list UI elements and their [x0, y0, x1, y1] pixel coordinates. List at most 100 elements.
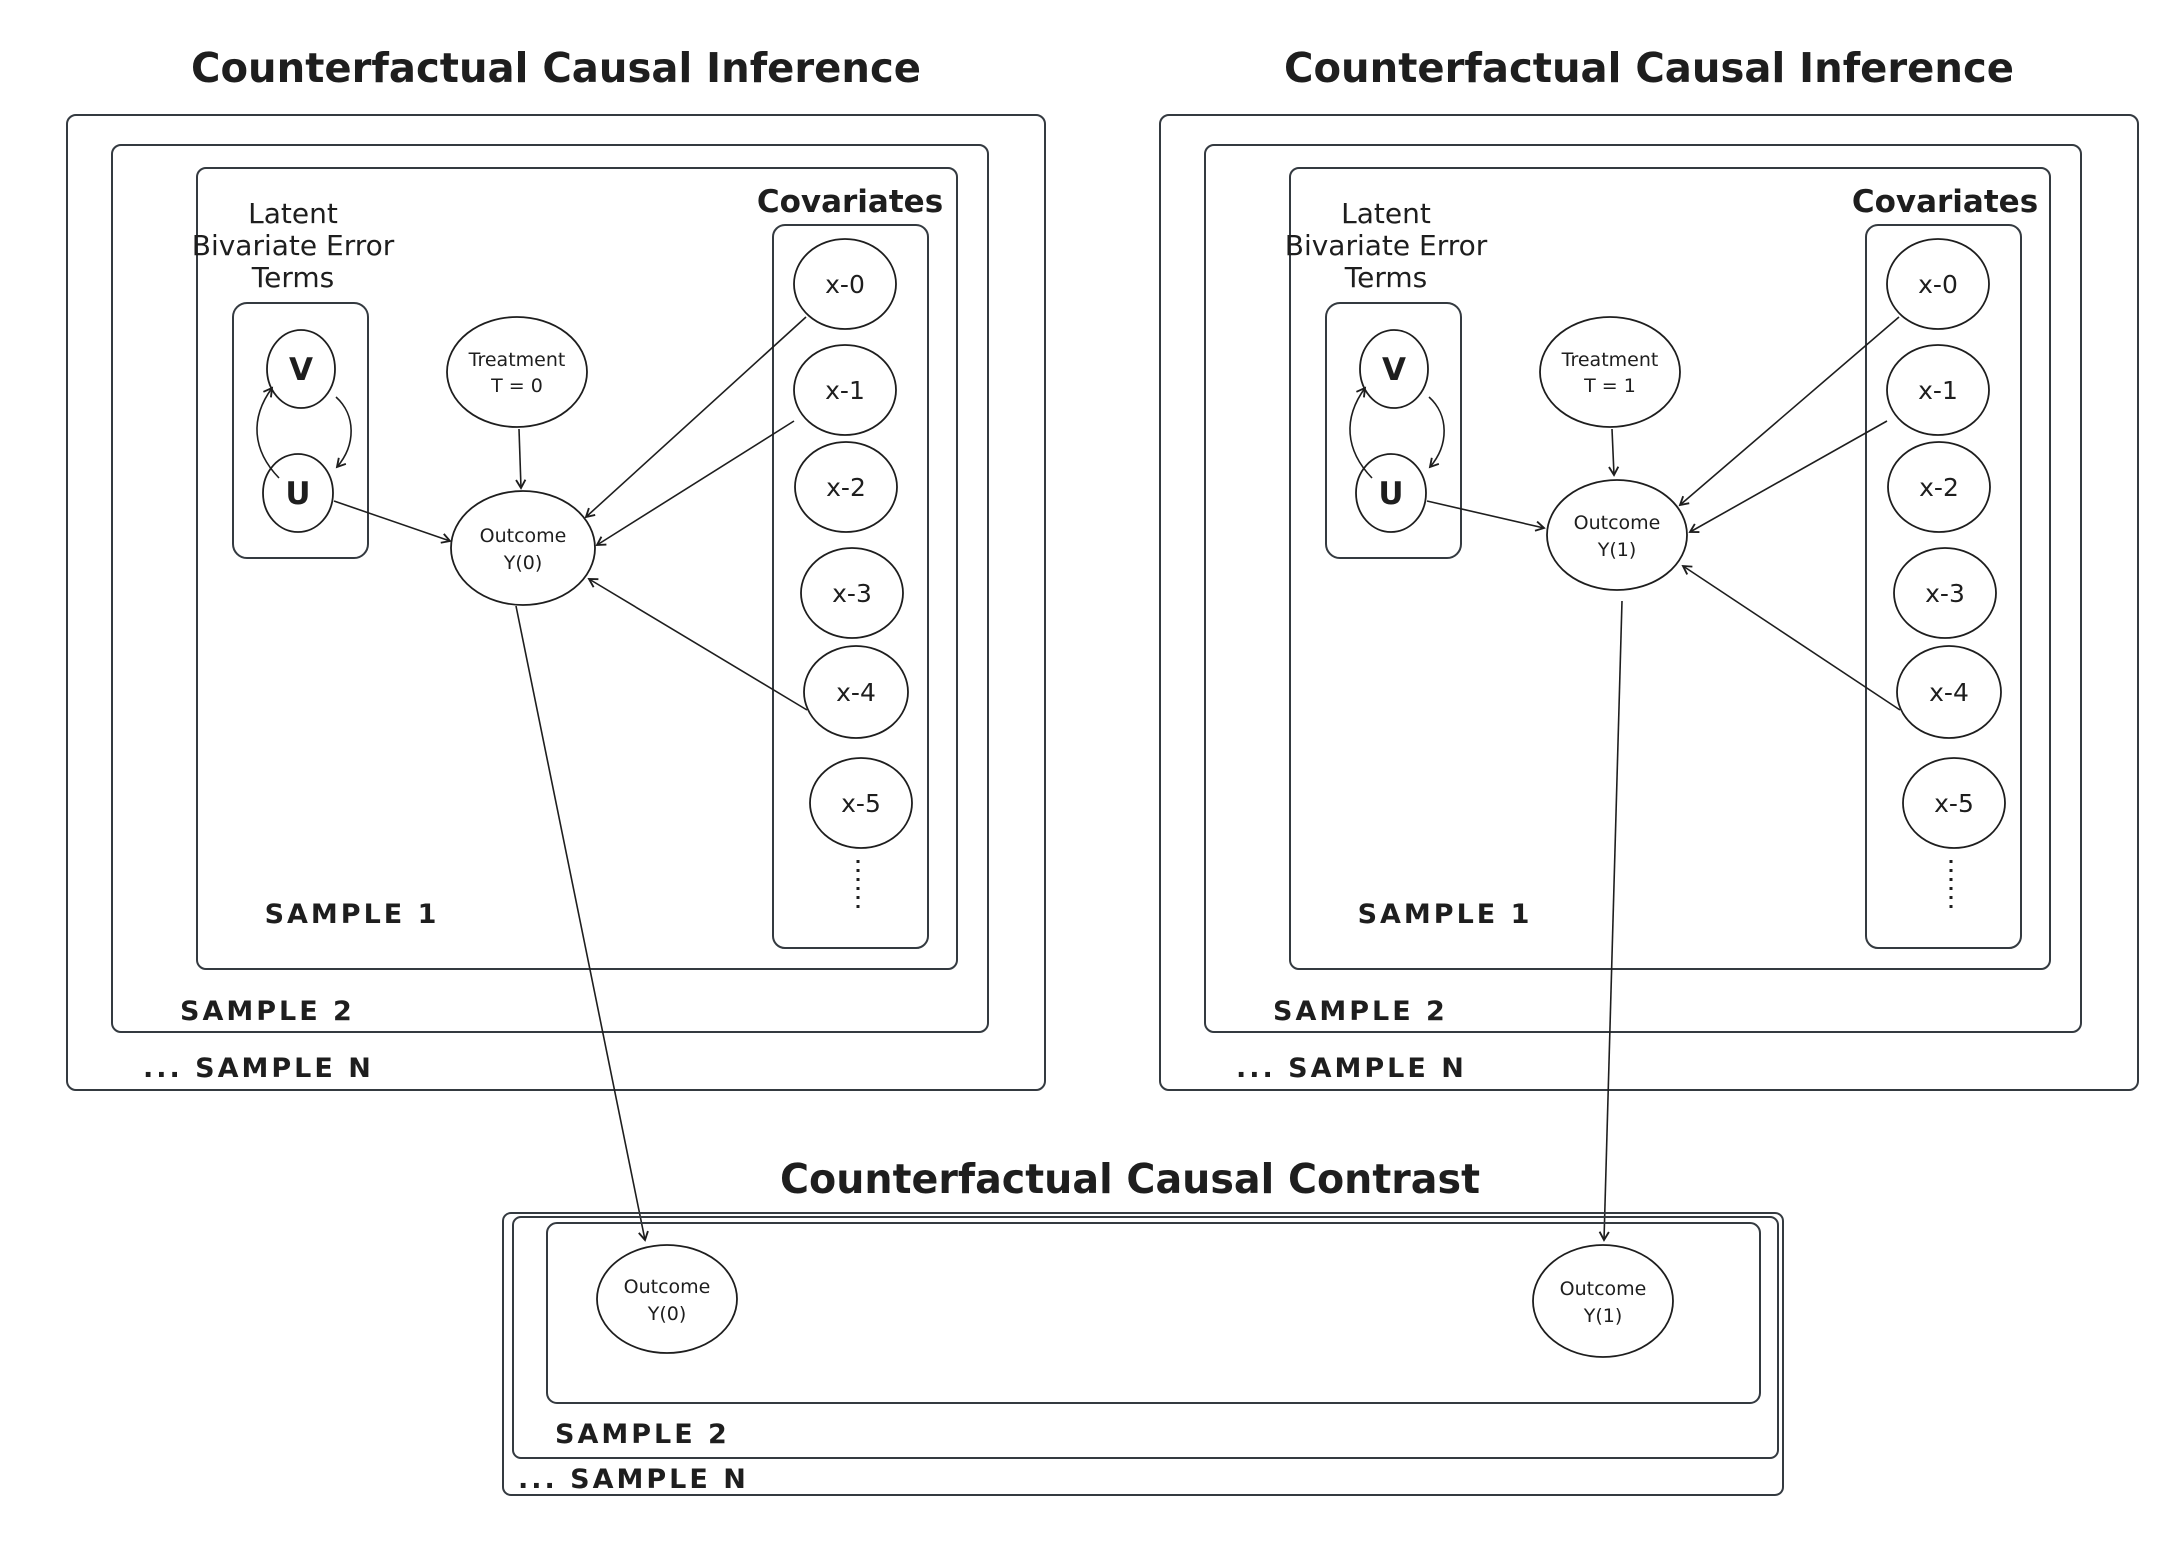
- covariate-node-x1: [1886, 344, 1990, 436]
- covariate-label-x1: x-1: [825, 376, 865, 405]
- error-node-u-label: U: [1378, 476, 1403, 512]
- arrow-u-to-outcome: [1426, 500, 1546, 532]
- error-node-v: [266, 329, 336, 409]
- arrow-treatment-to-outcome: [515, 428, 527, 490]
- outcome-label-line1: Outcome: [480, 525, 567, 547]
- arrow-outcome-to-contrast: [515, 605, 649, 1242]
- covariate-label-x5: x-5: [1934, 789, 1974, 818]
- covariate-node-x0: [793, 238, 897, 330]
- error-node-u-label: U: [285, 476, 310, 512]
- sample-box-n: [1159, 114, 2139, 1091]
- sample-box-2: [1204, 144, 2082, 1033]
- covariate-node-x4: [803, 645, 909, 739]
- covariate-label-x3: x-3: [1925, 579, 1965, 608]
- sample-box-n: [502, 1212, 1784, 1496]
- covariate-node-x5: [809, 757, 913, 849]
- sample-2-label: SAMPLE 2: [555, 1419, 730, 1450]
- sample-box-2: [512, 1216, 1779, 1459]
- sample-n-label: ... SAMPLE N: [143, 1053, 374, 1084]
- sample-box-1: [1289, 167, 2051, 970]
- panel-control: Counterfactual Causal Inference SAMPLE 1…: [66, 44, 1046, 1242]
- sample-box-2: [111, 144, 989, 1033]
- covariate-label-x3: x-3: [832, 579, 872, 608]
- arrow-u-to-v: [1349, 386, 1373, 479]
- covariate-label-x4: x-4: [836, 678, 876, 707]
- treatment-node: [446, 316, 588, 428]
- arrow-x1-to-outcome: [595, 420, 795, 547]
- contrast-outcome-treated-line1: Outcome: [1560, 1278, 1647, 1300]
- error-terms-box: [1325, 302, 1462, 559]
- covariates-title: Covariates: [1852, 184, 2038, 220]
- sample-box-1: [546, 1222, 1761, 1404]
- covariate-node-x3: [800, 547, 904, 639]
- arrow-treatment-to-outcome: [1608, 428, 1620, 477]
- outcome-label-line2: Y(0): [503, 552, 543, 574]
- error-node-u: [1355, 453, 1427, 533]
- error-terms-box: [232, 302, 369, 559]
- covariate-node-x2: [1887, 441, 1991, 533]
- arrow-v-to-u: [1428, 396, 1445, 469]
- sample-n-label: ... SAMPLE N: [518, 1464, 749, 1495]
- treatment-label-line1: Treatment: [468, 349, 566, 371]
- error-node-v-label: V: [289, 352, 313, 388]
- covariate-label-x4: x-4: [1929, 678, 1969, 707]
- outcome-label-line1: Outcome: [1574, 512, 1661, 534]
- covariate-label-x2: x-2: [1919, 473, 1959, 502]
- latent-label-line2: Bivariate Error: [192, 229, 395, 262]
- panel-title: Counterfactual Causal Inference: [191, 44, 921, 92]
- contrast-outcome-treated: [1532, 1244, 1674, 1358]
- latent-label-line1: Latent: [1341, 197, 1431, 230]
- treatment-label-line1: Treatment: [1561, 349, 1659, 371]
- treatment-label-line2: T = 0: [490, 375, 543, 397]
- panel-title: Counterfactual Causal Inference: [1284, 44, 2014, 92]
- sample-1-label: SAMPLE 1: [1358, 899, 1533, 930]
- arrow-u-to-outcome: [333, 500, 452, 544]
- latent-label-line3: Terms: [251, 261, 334, 294]
- error-node-v: [1359, 329, 1429, 409]
- covariates-box: [1865, 224, 2022, 949]
- panel-treated: Counterfactual Causal Inference SAMPLE 1…: [1159, 44, 2139, 1242]
- covariate-label-x2: x-2: [826, 473, 866, 502]
- covariate-label-x5: x-5: [841, 789, 881, 818]
- arrow-x4-to-outcome: [587, 578, 808, 711]
- sample-2-label: SAMPLE 2: [1273, 996, 1448, 1027]
- sample-1-label: SAMPLE 1: [265, 899, 440, 930]
- outcome-label-line2: Y(1): [1597, 539, 1637, 561]
- arrow-x0-to-outcome: [1678, 316, 1900, 507]
- treatment-node: [1539, 316, 1681, 428]
- covariate-node-x4: [1896, 645, 2002, 739]
- sample-box-1: [196, 167, 958, 970]
- error-node-u: [262, 453, 334, 533]
- panel-title: Counterfactual Causal Contrast: [780, 1155, 1480, 1203]
- covariate-node-x0: [1886, 238, 1990, 330]
- arrow-x4-to-outcome: [1681, 564, 1901, 711]
- latent-label-line3: Terms: [1344, 261, 1427, 294]
- covariate-label-x0: x-0: [1918, 270, 1958, 299]
- arrow-v-to-u: [335, 396, 352, 469]
- latent-label-line1: Latent: [248, 197, 338, 230]
- covariates-box: [772, 224, 929, 949]
- arrow-outcome-to-contrast: [1598, 600, 1623, 1242]
- sample-n-label: ... SAMPLE N: [1236, 1053, 1467, 1084]
- covariate-node-x2: [794, 441, 898, 533]
- covariate-node-x5: [1902, 757, 2006, 849]
- arrow-x1-to-outcome: [1688, 420, 1888, 533]
- sample-box-n: [66, 114, 1046, 1091]
- error-node-v-label: V: [1382, 352, 1406, 388]
- sample-2-label: SAMPLE 2: [180, 996, 355, 1027]
- covariates-title: Covariates: [757, 184, 943, 220]
- treatment-label-line2: T = 1: [1583, 375, 1636, 397]
- covariate-label-x0: x-0: [825, 270, 865, 299]
- contrast-outcome-control-line2: Y(0): [647, 1303, 687, 1325]
- arrow-x0-to-outcome: [584, 316, 807, 519]
- covariate-node-x3: [1893, 547, 1997, 639]
- arrow-u-to-v: [256, 386, 280, 479]
- covariate-label-x1: x-1: [1918, 376, 1958, 405]
- contrast-outcome-control-line1: Outcome: [624, 1276, 711, 1298]
- contrast-outcome-treated-line2: Y(1): [1583, 1305, 1623, 1327]
- outcome-node: [1546, 479, 1688, 591]
- covariate-node-x1: [793, 344, 897, 436]
- panel-contrast: Counterfactual Causal Contrast Outcome Y…: [502, 1155, 1784, 1496]
- latent-label-line2: Bivariate Error: [1285, 229, 1488, 262]
- outcome-node: [450, 490, 596, 606]
